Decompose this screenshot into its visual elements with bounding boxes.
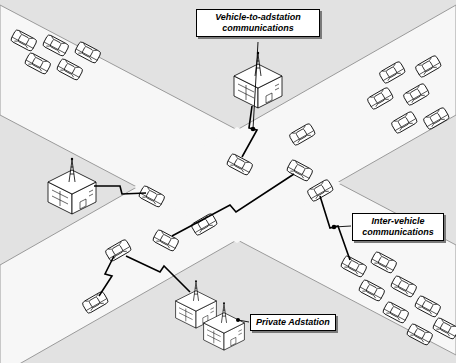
car	[367, 87, 394, 110]
car	[286, 159, 313, 182]
callout-box: Vehicle-to-adstation communications	[196, 9, 320, 37]
road	[0, 5, 456, 363]
wireless-link	[172, 174, 294, 236]
car	[56, 58, 83, 81]
wireless-link	[320, 196, 350, 260]
leader-line	[334, 226, 351, 227]
car	[382, 301, 409, 324]
car	[379, 61, 406, 84]
car	[390, 275, 417, 298]
leader-dot	[332, 225, 337, 230]
leader-line	[253, 42, 258, 129]
car	[138, 185, 165, 208]
car	[226, 153, 253, 176]
car	[423, 107, 450, 130]
car	[24, 52, 51, 75]
callout-text: Private Adstation	[256, 317, 330, 328]
car	[10, 29, 37, 52]
car	[74, 41, 101, 64]
building	[48, 158, 96, 214]
car	[340, 255, 367, 278]
wireless-link	[99, 256, 114, 296]
car	[370, 251, 397, 274]
car	[289, 123, 316, 146]
car	[432, 317, 456, 340]
intersection	[134, 127, 341, 243]
car	[105, 239, 132, 262]
car	[391, 111, 418, 134]
car	[358, 279, 385, 302]
building	[204, 302, 245, 350]
building	[234, 52, 282, 108]
callout-box: Inter-vehicle communications	[352, 213, 444, 241]
car	[82, 291, 109, 314]
car	[414, 295, 441, 318]
car	[406, 323, 433, 346]
leader-dot	[236, 318, 240, 322]
car	[152, 229, 179, 252]
wireless-link	[126, 256, 190, 292]
car	[42, 34, 69, 57]
leader-dot	[251, 127, 256, 132]
car	[403, 83, 430, 106]
car	[415, 55, 442, 78]
wireless-link	[242, 106, 257, 157]
callout-box: Private Adstation	[250, 314, 336, 331]
callout-text: Inter-vehicle communications	[358, 216, 438, 238]
callout-text: Vehicle-to-adstation communications	[202, 12, 314, 34]
wireless-link	[94, 186, 146, 194]
